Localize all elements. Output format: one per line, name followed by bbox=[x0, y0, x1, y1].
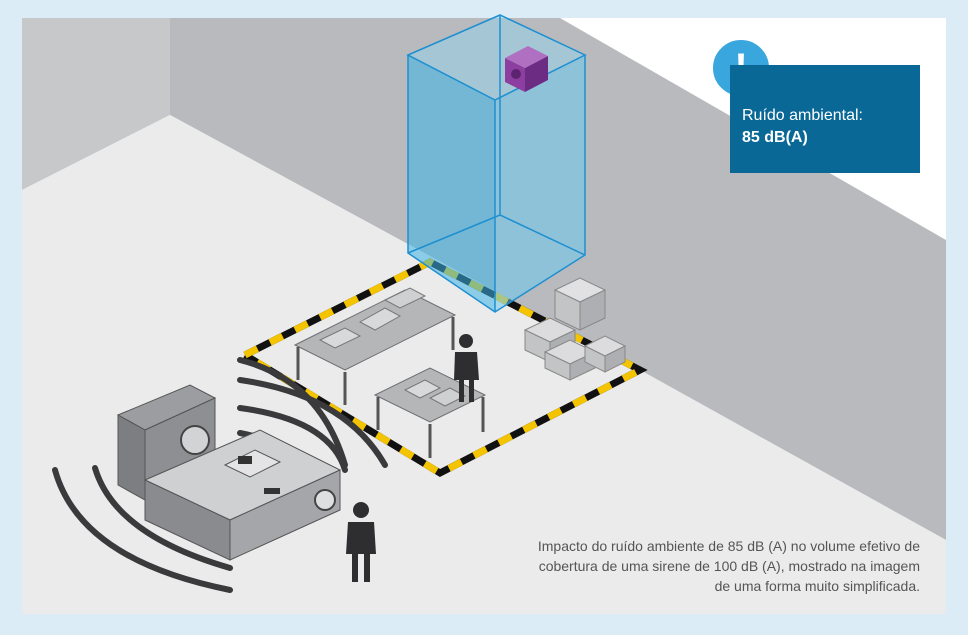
cardboard-boxes bbox=[523, 277, 627, 381]
lathe-machine bbox=[116, 384, 342, 561]
ambient-noise-title: Ruído ambiental: bbox=[742, 107, 863, 124]
diagram-caption: Impacto do ruído ambiente de 85 dB (A) n… bbox=[537, 538, 920, 594]
left-back-wall bbox=[22, 18, 170, 190]
ambient-noise-value: 85 dB(A) bbox=[742, 129, 808, 146]
workbench-back bbox=[293, 287, 457, 405]
workbench-front bbox=[373, 367, 487, 458]
hazard-zone-border bbox=[243, 258, 648, 478]
operator-icon bbox=[346, 502, 376, 582]
siren-icon bbox=[505, 46, 548, 92]
worker-icon bbox=[454, 334, 479, 402]
siren-coverage-volume bbox=[406, 14, 587, 313]
ambient-noise-box: Ruído ambiental: 85 dB(A) bbox=[730, 65, 920, 173]
